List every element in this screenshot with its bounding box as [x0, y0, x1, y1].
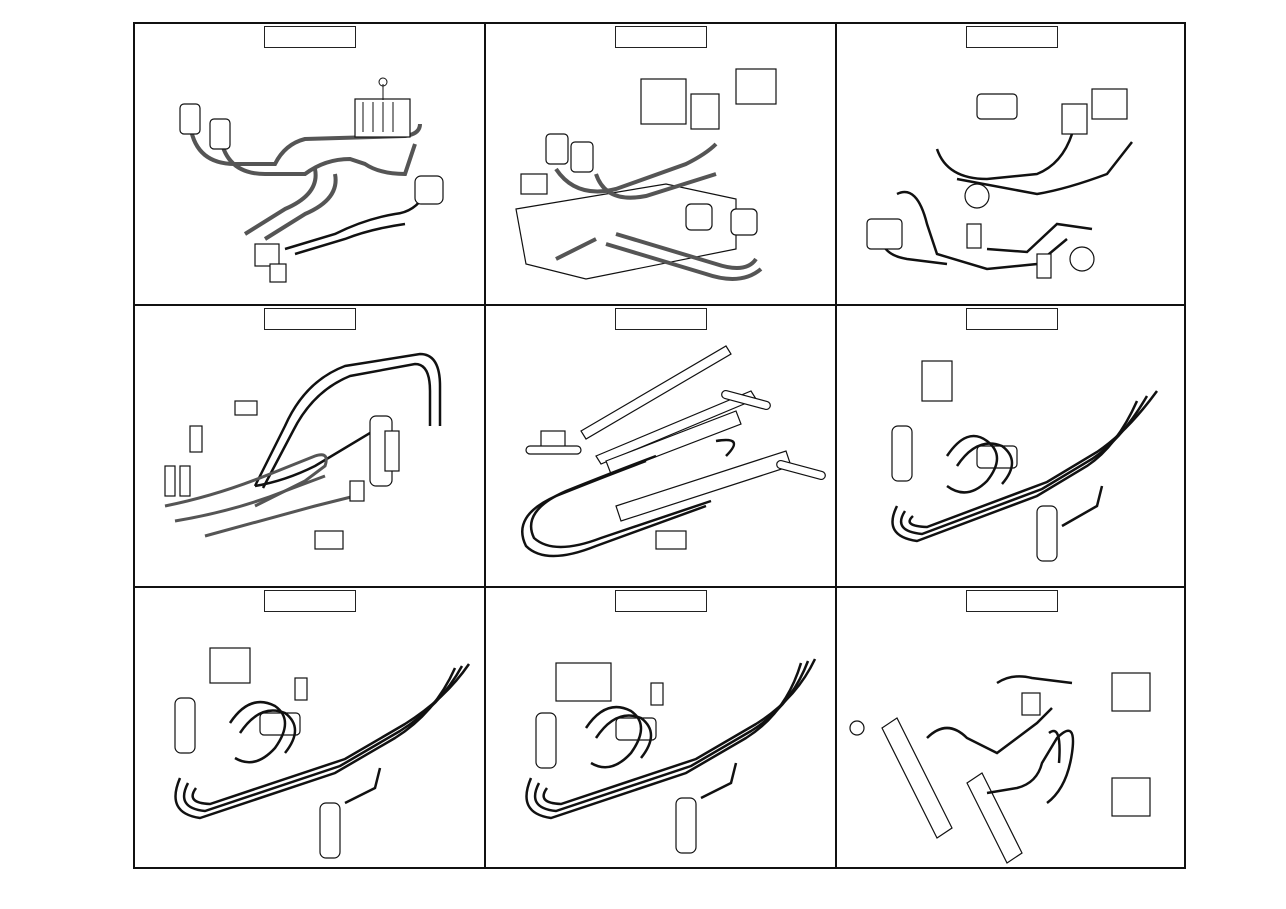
hydraulic-assembly-drawing — [891, 360, 1159, 562]
panel-3 — [837, 24, 1186, 306]
hydraulic-assembly-drawing — [164, 352, 442, 550]
panel-title-box — [263, 590, 356, 612]
panel-title-box — [965, 590, 1058, 612]
panel-title-box — [965, 26, 1058, 48]
panel-2 — [486, 24, 837, 306]
panel-title-box — [965, 308, 1058, 330]
parts-diagram-sheet — [133, 22, 1186, 869]
panel-title-box — [614, 590, 707, 612]
panel-title-box — [263, 26, 356, 48]
panel-1 — [135, 24, 486, 306]
hydraulic-assembly-drawing — [179, 77, 444, 283]
panel-title-box — [263, 308, 356, 330]
hydraulic-assembly-drawing — [849, 672, 1151, 864]
panel-7 — [135, 588, 486, 869]
panel-5 — [486, 306, 837, 588]
hydraulic-assembly-drawing — [521, 345, 826, 558]
panel-4 — [135, 306, 486, 588]
hydraulic-assembly-drawing — [174, 647, 471, 859]
panel-title-box — [614, 308, 707, 330]
panel-8 — [486, 588, 837, 869]
panel-title-box — [614, 26, 707, 48]
panel-9 — [837, 588, 1186, 869]
panel-6 — [837, 306, 1186, 588]
hydraulic-assembly-drawing — [525, 658, 817, 854]
hydraulic-assembly-drawing — [866, 88, 1133, 279]
hydraulic-assembly-drawing — [515, 68, 777, 281]
